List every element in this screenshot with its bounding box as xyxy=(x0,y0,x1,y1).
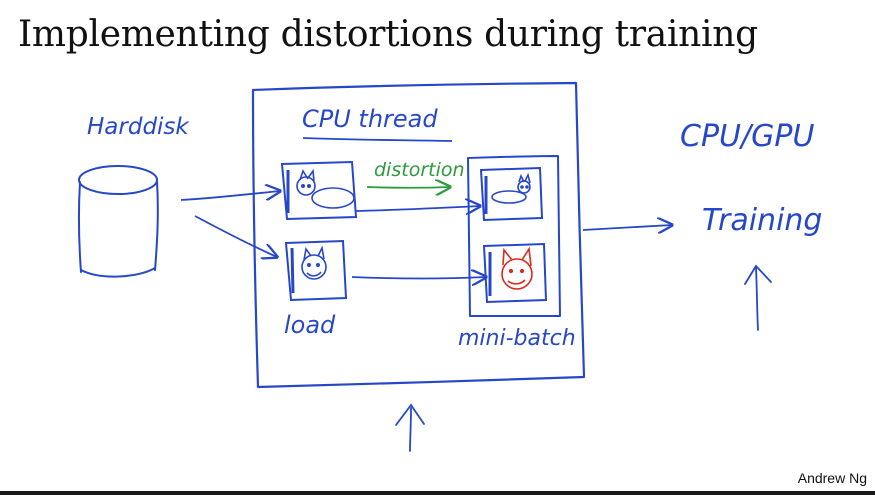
cpu-thread-underline xyxy=(302,137,453,142)
loaded-image-2 xyxy=(284,239,348,302)
cylinder-disk-icon xyxy=(77,165,159,278)
cpu-gpu-label: CPU/GPU xyxy=(680,119,814,154)
load-label: load xyxy=(284,311,336,339)
training-upward-arrow xyxy=(744,264,772,331)
arrow-image-1-to-minibatch xyxy=(355,206,480,211)
bottom-border xyxy=(0,491,875,495)
distorted-cat-sketch-icon xyxy=(491,172,531,204)
mini-batch-label: mini-batch xyxy=(458,326,576,351)
author-credit: Andrew Ng xyxy=(797,470,867,486)
slide-title: Implementing distortions during training xyxy=(18,14,758,55)
training-label: Training xyxy=(702,203,822,238)
arrow-image-2-to-minibatch xyxy=(351,277,486,279)
loaded-image-1 xyxy=(280,160,358,221)
harddisk-label: Harddisk xyxy=(87,114,190,140)
cpu-thread-upward-arrow xyxy=(395,403,425,452)
cat-sketch-icon xyxy=(301,245,327,280)
distorted-cat-sketch-icon xyxy=(501,246,533,290)
mini-batch-image-2 xyxy=(482,242,548,304)
arrow-disk-to-image-1 xyxy=(180,191,280,201)
arrow-minibatch-to-training xyxy=(582,225,672,230)
cat-sketch-icon xyxy=(296,168,355,209)
mini-batch-image-1 xyxy=(479,166,544,222)
cpu-thread-label: CPU thread xyxy=(302,105,438,133)
arrow-disk-to-image-2 xyxy=(194,215,277,257)
mini-batch-box xyxy=(467,155,561,318)
distortion-arrow xyxy=(366,187,450,188)
cpu-thread-box xyxy=(251,81,586,389)
distortion-label: distortion xyxy=(374,159,465,181)
